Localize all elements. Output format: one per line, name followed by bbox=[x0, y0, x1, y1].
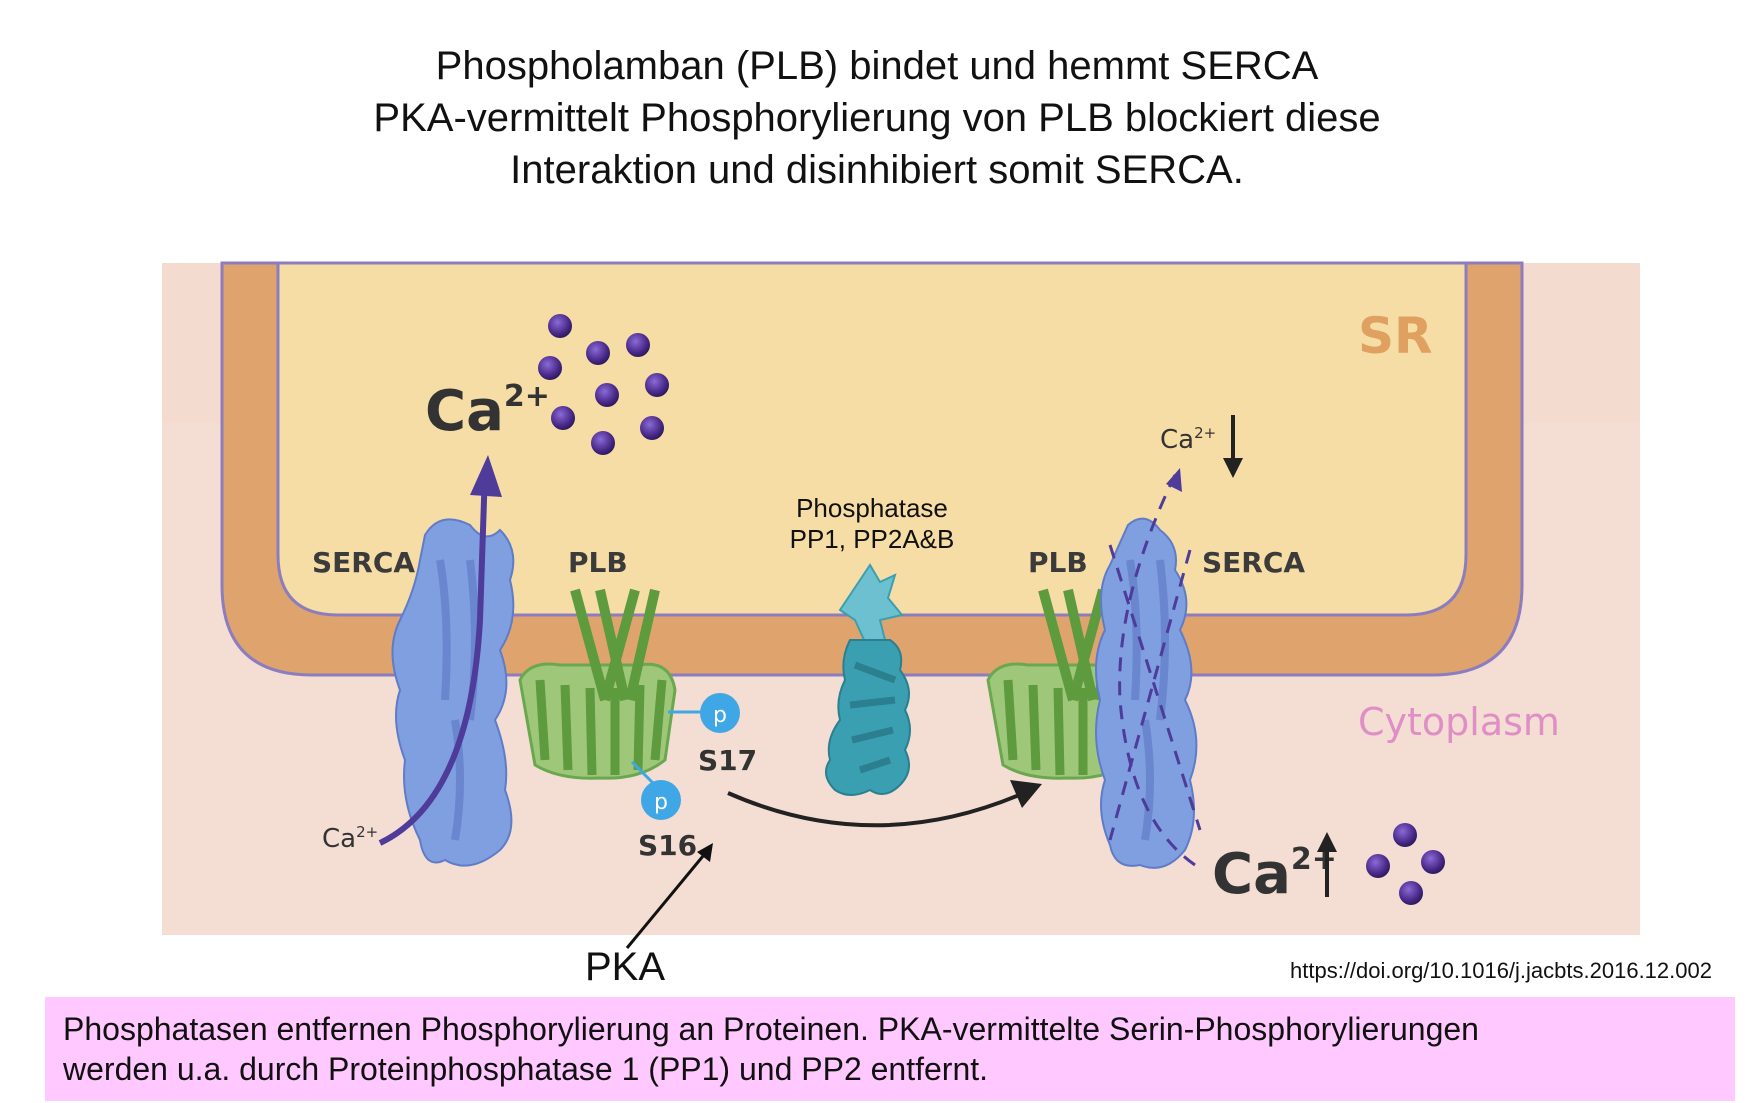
doi-reference: https://doi.org/10.1016/j.jacbts.2016.12… bbox=[1290, 958, 1712, 983]
cytoplasm-label: Cytoplasm bbox=[1358, 700, 1560, 744]
caption-line-2: werden u.a. durch Proteinphosphatase 1 (… bbox=[63, 1051, 989, 1087]
ca-transport-arrow-left bbox=[378, 469, 488, 846]
calcium-ion-icon bbox=[626, 333, 650, 357]
pka-arrow bbox=[625, 849, 710, 949]
phospho-s16-icon bbox=[641, 780, 681, 820]
phosphatase-label: Phosphatase bbox=[796, 493, 948, 523]
serca-left-label: SERCA bbox=[312, 546, 415, 579]
calcium-ion-icon bbox=[1393, 823, 1417, 847]
arrow-up-icon bbox=[1317, 832, 1337, 852]
ca-ion-label-right: Ca2+ bbox=[1212, 842, 1337, 907]
blocked-transport-arrow bbox=[1118, 474, 1196, 867]
phospho-s17-label: p bbox=[713, 703, 727, 728]
s17-label: S17 bbox=[698, 744, 757, 777]
calcium-ion-icon bbox=[595, 383, 619, 407]
s16-label: S16 bbox=[638, 829, 697, 862]
title-line-1: Phospholamban (PLB) bindet und hemmt SER… bbox=[435, 44, 1319, 88]
arrow-down-icon bbox=[1223, 458, 1243, 478]
calcium-ion-icon bbox=[551, 406, 575, 430]
title-line-3: Interaktion und disinhibiert somit SERCA… bbox=[510, 148, 1244, 192]
calcium-ion-icon bbox=[645, 373, 669, 397]
calcium-ion-icon bbox=[1421, 850, 1445, 874]
sr-lumen bbox=[276, 261, 1468, 617]
caption-line-1: Phosphatasen entfernen Phosphorylierung … bbox=[63, 1011, 1479, 1047]
calcium-ion-icon bbox=[1366, 854, 1390, 878]
calcium-ion-icon bbox=[1399, 881, 1423, 905]
plb-right-label: PLB bbox=[1028, 546, 1088, 579]
pka-label: PKA bbox=[585, 945, 666, 989]
ca-ion-label-small-left: Ca2+ bbox=[322, 823, 378, 854]
phospho-s16-label: p bbox=[654, 790, 668, 815]
calcium-ions-cytoplasm bbox=[1366, 823, 1445, 905]
phosphatase-subtypes-label: PP1, PP2A&B bbox=[790, 524, 955, 554]
arrowhead-up-icon bbox=[470, 455, 502, 497]
title-line-2: PKA-vermittelt Phosphorylierung von PLB … bbox=[373, 96, 1381, 140]
sr-label: SR bbox=[1358, 307, 1433, 365]
plb-left bbox=[518, 588, 677, 780]
arrowhead-right-icon bbox=[1010, 780, 1042, 808]
phospho-s17-icon bbox=[700, 693, 740, 733]
calcium-ion-icon bbox=[591, 431, 615, 455]
ca-ion-label-small-right: Ca2+ bbox=[1160, 424, 1216, 455]
dephosphorylation-arrow bbox=[727, 786, 1036, 828]
slide-title: Phospholamban (PLB) bindet und hemmt SER… bbox=[0, 40, 1754, 196]
plb-left-label: PLB bbox=[568, 546, 628, 579]
calcium-ion-icon bbox=[640, 416, 664, 440]
serca-right bbox=[1095, 517, 1198, 869]
phosphatase-enzyme bbox=[825, 563, 911, 796]
calcium-ion-icon bbox=[548, 314, 572, 338]
ca-ion-label-left: Ca2+ bbox=[425, 379, 550, 444]
caption-box: Phosphatasen entfernen Phosphorylierung … bbox=[45, 997, 1735, 1101]
calcium-ion-icon bbox=[538, 356, 562, 380]
calcium-ions-lumen bbox=[538, 314, 669, 455]
serca-right-label: SERCA bbox=[1202, 546, 1305, 579]
calcium-ion-icon bbox=[586, 341, 610, 365]
